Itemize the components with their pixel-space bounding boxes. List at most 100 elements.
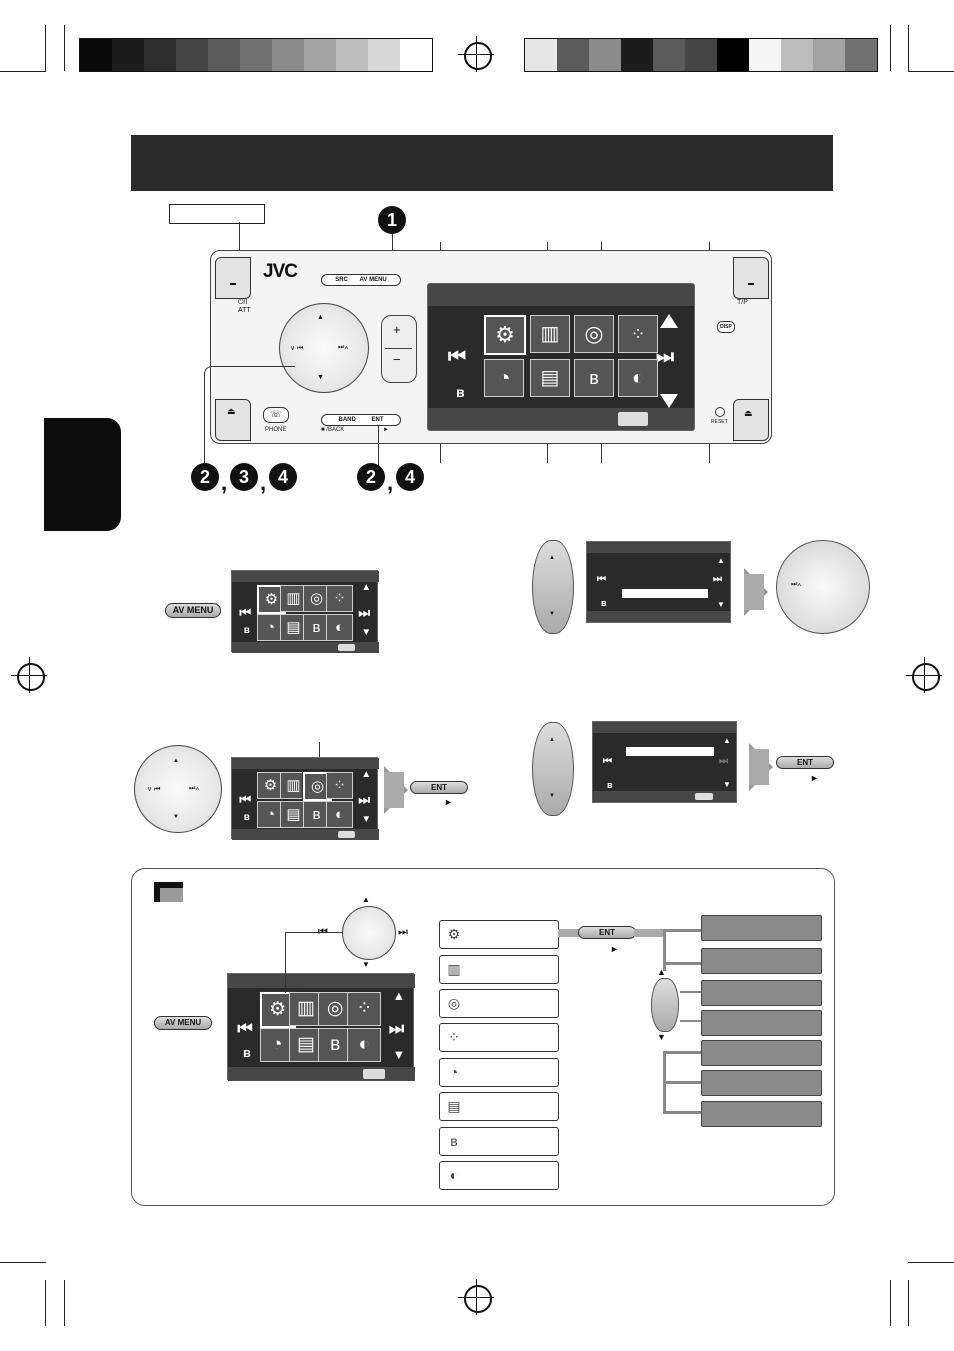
- submenu-item[interactable]: [701, 1101, 822, 1127]
- separator: ,: [221, 470, 228, 495]
- menu-item-fader[interactable]: ⁘: [439, 1023, 559, 1052]
- crop-mark: [0, 71, 46, 72]
- color-icon: ◔: [256, 800, 284, 828]
- fader-icon: ⁘: [326, 584, 354, 612]
- connector-arrow: [558, 929, 580, 937]
- color-swatch: [176, 39, 208, 71]
- control-dial[interactable]: ▲ ▼ ∨ ⏮ ⏭∧: [134, 745, 222, 833]
- next-icon-disabled: ⏭: [719, 756, 728, 767]
- av-menu-button[interactable]: AV MENU: [154, 1016, 212, 1030]
- color-swatch: [557, 39, 589, 71]
- submenu-item[interactable]: [701, 1040, 822, 1066]
- bluetooth-icon[interactable]: ʙ: [574, 359, 614, 397]
- color-swatch: [685, 39, 717, 71]
- color-swatch: [781, 39, 813, 71]
- color-swatch: [653, 39, 685, 71]
- display-indicator: [618, 412, 648, 426]
- scroll-up-icon[interactable]: [660, 314, 678, 328]
- power-att-button[interactable]: [215, 257, 251, 299]
- scroll-down-icon: ▼: [657, 1032, 666, 1042]
- fader-icon: ⁘: [347, 992, 382, 1027]
- play-label: ►: [383, 427, 389, 433]
- prev-icon[interactable]: ⏮: [448, 346, 466, 368]
- list-display-screen: ⏮ ⏭ ʙ ▲ ▼: [586, 541, 731, 623]
- volume-rocker[interactable]: + −: [381, 315, 417, 383]
- list-icon: ▤: [447, 1098, 461, 1114]
- submenu-item[interactable]: [701, 980, 822, 1006]
- reset-button[interactable]: [715, 407, 725, 417]
- control-dial-partial[interactable]: ⏭∧: [776, 540, 870, 634]
- submenu-item[interactable]: [701, 1010, 822, 1036]
- menu-item-equalizer[interactable]: ▥: [439, 955, 559, 984]
- submenu-item[interactable]: [701, 915, 822, 941]
- menu-item-speaker[interactable]: ◎: [439, 989, 559, 1018]
- menu-item-list[interactable]: ▤: [439, 1092, 559, 1121]
- selected-item-highlight: [626, 747, 714, 756]
- scroll-control[interactable]: ▲ ▼: [532, 722, 574, 816]
- ent-button[interactable]: ENT: [410, 781, 468, 794]
- color-swatch: [144, 39, 176, 71]
- disp-button[interactable]: DISP: [717, 321, 735, 333]
- av-menu-label: AV MENU: [359, 277, 387, 283]
- tree-line: [663, 1111, 701, 1114]
- list-icon[interactable]: ▤: [530, 359, 570, 397]
- next-icon[interactable]: ⏭: [656, 346, 674, 368]
- av-menu-button[interactable]: AV MENU: [165, 603, 221, 618]
- prev-icon: ⏮: [239, 792, 252, 808]
- color-swatch: [813, 39, 845, 71]
- fader-icon[interactable]: ⁘: [618, 315, 658, 353]
- display-top-bar: [428, 284, 694, 306]
- display-bottom-bar: [428, 408, 694, 430]
- scroll-control[interactable]: ▲ ▼: [532, 540, 574, 634]
- equalizer-icon: ▥: [280, 771, 308, 799]
- speaker-icon[interactable]: ◎: [574, 315, 614, 353]
- color-icon[interactable]: ◔: [484, 359, 524, 397]
- eject-button[interactable]: ⏏: [215, 399, 251, 441]
- submenu-item[interactable]: [701, 948, 822, 974]
- control-dial[interactable]: [342, 906, 396, 960]
- disc-icon[interactable]: ◐: [618, 359, 658, 397]
- band-ent-button[interactable]: BAND ENT: [321, 414, 401, 426]
- next-step-arrow: [744, 574, 764, 610]
- display-top-bar: [232, 571, 379, 582]
- menu-item-settings[interactable]: ⚙: [439, 920, 559, 949]
- next-icon: ⏭: [713, 574, 722, 585]
- phone-button[interactable]: ☏: [263, 407, 289, 423]
- ent-button[interactable]: ENT: [776, 756, 834, 769]
- bluetooth-status-icon: ʙ: [243, 812, 250, 824]
- color-icon: ◔: [256, 613, 284, 641]
- equalizer-icon[interactable]: ▥: [530, 315, 570, 353]
- control-dial[interactable]: ▲ ▼ ∨ ⏮ ⏭∧: [279, 303, 369, 393]
- submenu-item[interactable]: [701, 1070, 822, 1096]
- settings-icon[interactable]: ⚙: [484, 315, 526, 355]
- display-top-bar: [232, 758, 379, 769]
- play-label: ►: [810, 773, 819, 783]
- scroll-up-icon: ▲: [549, 737, 555, 743]
- panel-badge-inner: [160, 888, 183, 902]
- list-icon: ▤: [280, 800, 308, 828]
- display-indicator: [337, 644, 356, 651]
- menu-item-disc[interactable]: ◐: [439, 1161, 559, 1190]
- fader-icon: ⁘: [448, 1029, 460, 1045]
- color-icon: ◔: [449, 1064, 459, 1080]
- scroll-down-icon: ▼: [549, 611, 555, 617]
- menu-item-color[interactable]: ◔: [439, 1058, 559, 1087]
- ent-button[interactable]: ENT: [578, 926, 636, 939]
- scroll-control[interactable]: [651, 978, 679, 1032]
- prev-icon: ⏮: [603, 756, 612, 767]
- scroll-down-icon[interactable]: [660, 394, 678, 408]
- color-swatch: [525, 39, 557, 71]
- att-label: ATT: [238, 307, 251, 314]
- callout-line: [285, 932, 342, 993]
- detach-button[interactable]: ⏏: [733, 399, 769, 441]
- color-swatch: [749, 39, 781, 71]
- menu-item-bluetooth[interactable]: ʙ: [439, 1127, 559, 1156]
- equalizer-icon: ▥: [447, 961, 461, 977]
- color-swatch: [240, 39, 272, 71]
- src-avmenu-button[interactable]: SRC AV MENU: [321, 274, 401, 286]
- color-swatch: [80, 39, 112, 71]
- tp-button[interactable]: [733, 257, 769, 299]
- dial-up-icon: ▲: [362, 895, 370, 904]
- registration-target-line: [906, 675, 942, 676]
- bluetooth-status-icon: ʙ: [601, 598, 607, 608]
